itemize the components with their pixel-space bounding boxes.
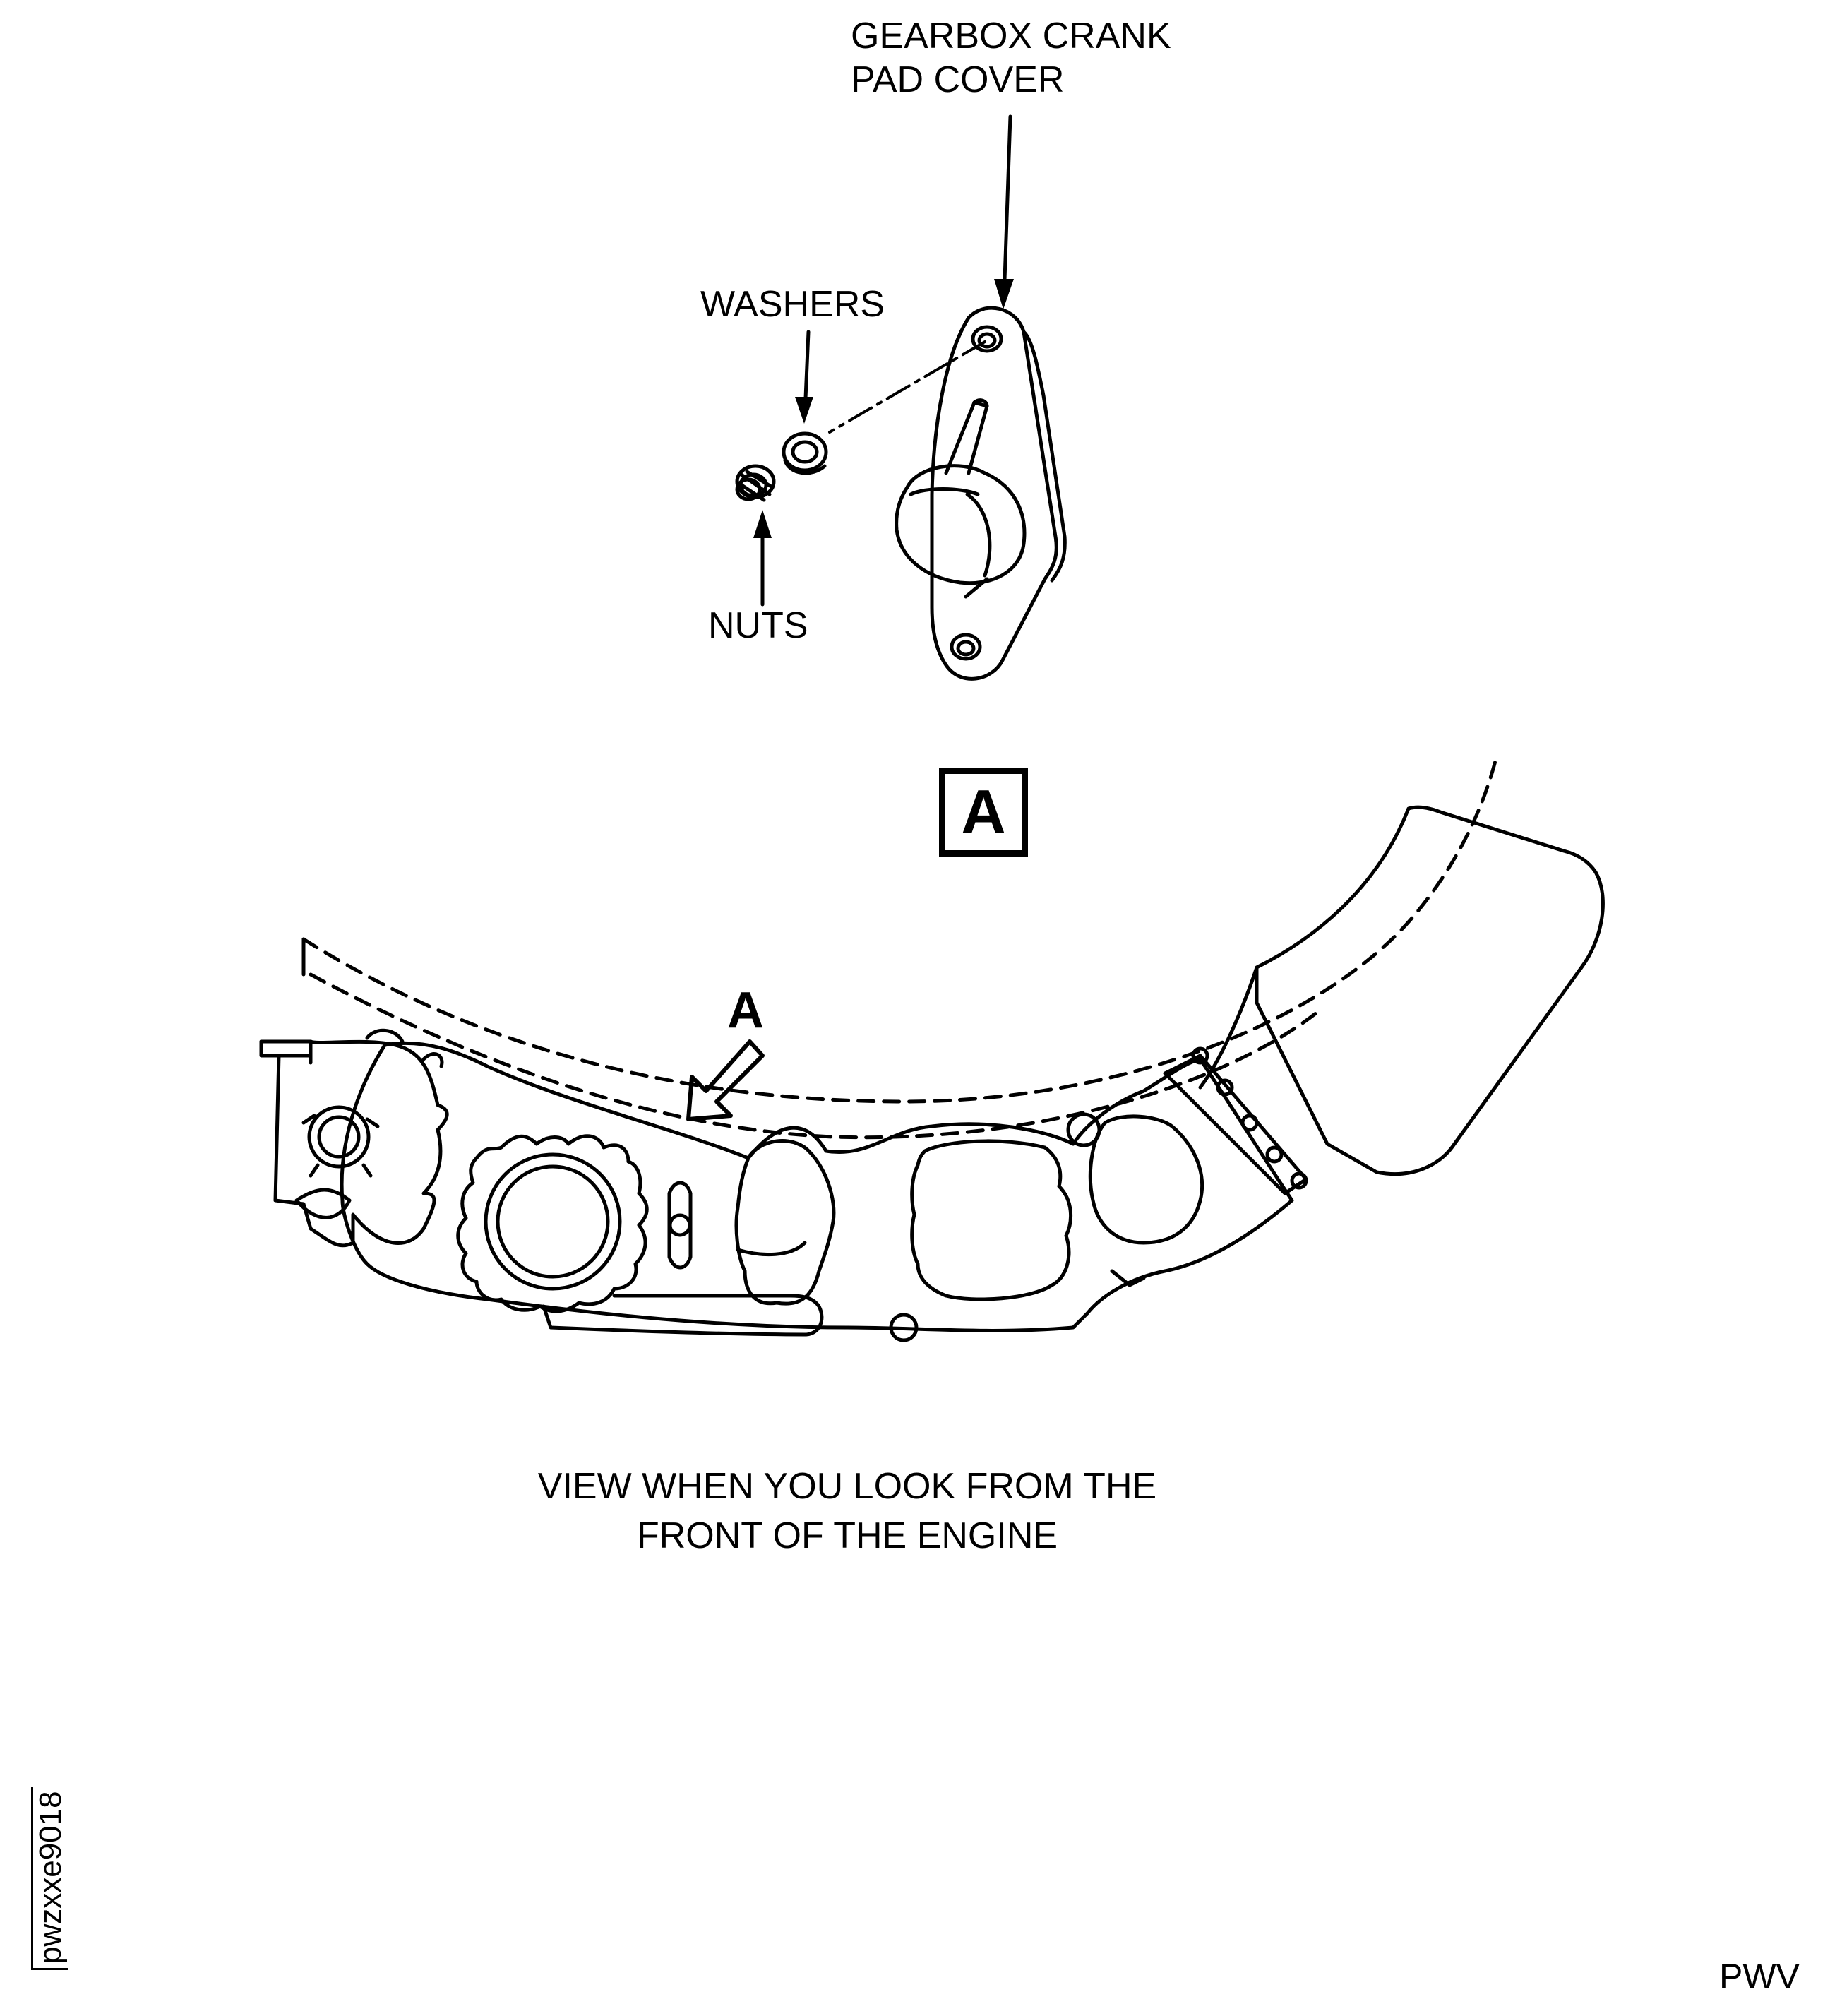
nut-drawing [735,464,776,502]
gearbox-housing [340,1041,1294,1332]
view-a-arrow [686,1039,765,1121]
source-mark: PWV [1719,1957,1800,1996]
left-pad-hub [307,1105,371,1169]
nacelle-shape [1255,805,1605,1176]
nuts-leader-arrowhead [753,510,772,538]
cover-plate-edge [1022,330,1067,583]
washers-label: WASHERS [700,284,885,325]
washer-drawing [782,431,828,475]
cover-leader [1002,114,1012,302]
cover-boss [895,464,1027,585]
crank-pad-location [734,1139,836,1306]
detail-view-letter: A [961,777,1006,847]
crank-pad-cover-detail [735,114,1067,681]
strut-bracket [1163,1054,1308,1195]
oval-bracket [667,1181,693,1270]
nuts-label: NUTS [708,605,808,646]
caption-line1: VIEW WHEN YOU LOOK FROM THE [537,1466,1157,1507]
cover-label-line2: PAD COVER [851,59,1065,100]
gearbox-lower-rod [542,1294,824,1337]
large-round-pad [456,1134,649,1313]
cover-slot [944,400,989,475]
small-round-pad [1066,1112,1204,1287]
cover-lower-hole [950,633,982,661]
square-pad [910,1139,1073,1301]
washers-leader-arrowhead [795,397,813,424]
stud-centerline [828,340,986,434]
left-accessory-pad [259,1028,449,1248]
cover-leader-arrowhead [994,279,1014,309]
figure-caption: VIEW WHEN YOU LOOK FROM THE FRONT OF THE… [494,1462,1200,1561]
engine-case-outline [301,753,1605,1342]
cover-label-line1: GEARBOX CRANK [851,16,1171,56]
cover-label: GEARBOX CRANK PAD COVER [851,14,1171,102]
figure-id: pwzxxe9018 [31,1787,68,1970]
caption-line2: FRONT OF THE ENGINE [636,1515,1058,1556]
engine-dashed-arc-outer [301,753,1499,1104]
view-arrow-letter: A [727,982,764,1039]
detail-view-box: A [939,768,1028,857]
cover-upper-hole [971,325,1003,353]
